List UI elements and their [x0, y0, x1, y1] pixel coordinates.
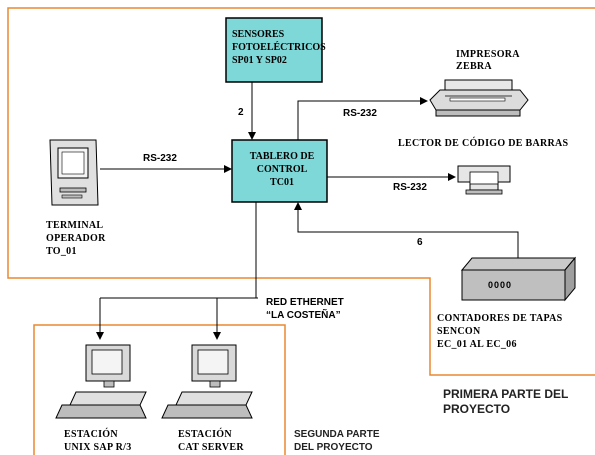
- sensors-label-line-1: SENSORES: [232, 28, 326, 41]
- station-sap-line-2: UNIX SAP R/3: [64, 441, 132, 454]
- station-sap-line-1: ESTACIÓN: [64, 428, 132, 441]
- control-panel-label: TABLERO DE CONTROL TC01: [246, 150, 318, 189]
- second-phase-line-1: SEGUNDA PARTE: [294, 428, 380, 441]
- network-label-line-1: RED ETHERNET: [266, 296, 344, 309]
- counters-device-icon: [462, 258, 575, 300]
- terminal-label-line-3: TO_01: [46, 245, 106, 258]
- counter-display: 0000: [488, 279, 512, 291]
- edge-label-counters-panel: 6: [417, 237, 423, 249]
- counters-label-line-2: SENCON: [437, 325, 563, 338]
- counters-label-line-3: EC_01 AL EC_06: [437, 338, 563, 351]
- second-phase-line-2: DEL PROYECTO: [294, 441, 380, 454]
- edge-label-panel-reader: RS-232: [393, 182, 427, 194]
- counters-label-line-1: CONTADORES DE TAPAS: [437, 312, 563, 325]
- printer-label: IMPRESORA ZEBRA: [456, 49, 520, 73]
- printer-label-line-1: IMPRESORA: [456, 49, 520, 61]
- printer-label-line-2: ZEBRA: [456, 61, 520, 73]
- control-panel-line-1: TABLERO DE: [246, 150, 318, 163]
- edge-label-terminal-panel: RS-232: [143, 153, 177, 165]
- second-phase-label: SEGUNDA PARTE DEL PROYECTO: [294, 428, 380, 454]
- terminal-label-line-2: OPERADOR: [46, 232, 106, 245]
- counters-to-panel-arrow: [298, 203, 518, 258]
- terminal-label: TERMINAL OPERADOR TO_01: [46, 219, 106, 258]
- barcode-reader-label: LECTOR DE CÓDIGO DE BARRAS: [398, 138, 568, 150]
- workstation-sap-icon: [56, 345, 146, 418]
- sensors-label: SENSORES FOTOELÉCTRICOS SP01 Y SP02: [232, 28, 326, 67]
- control-panel-line-3: TC01: [246, 176, 318, 189]
- terminal-label-line-1: TERMINAL: [46, 219, 106, 232]
- sensors-label-line-3: SP01 Y SP02: [232, 54, 326, 67]
- first-phase-line-1: PRIMERA PARTE DEL: [443, 387, 568, 402]
- edge-label-sensors-panel: 2: [238, 107, 244, 119]
- first-phase-line-2: PROYECTO: [443, 402, 568, 417]
- station-cat-label: ESTACIÓN CAT SERVER: [178, 428, 244, 454]
- counters-label: CONTADORES DE TAPAS SENCON EC_01 AL EC_0…: [437, 312, 563, 351]
- workstation-cat-icon: [162, 345, 252, 418]
- edge-label-panel-printer: RS-232: [343, 108, 377, 120]
- terminal-icon: [50, 140, 98, 205]
- network-label: RED ETHERNET “LA COSTEÑA”: [266, 296, 344, 322]
- first-phase-label: PRIMERA PARTE DEL PROYECTO: [443, 387, 568, 417]
- barcode-reader-icon: [458, 166, 510, 194]
- station-cat-line-1: ESTACIÓN: [178, 428, 244, 441]
- network-label-line-2: “LA COSTEÑA”: [266, 309, 344, 322]
- control-panel-line-2: CONTROL: [246, 163, 318, 176]
- station-cat-line-2: CAT SERVER: [178, 441, 244, 454]
- network-drop: [256, 202, 258, 298]
- station-sap-label: ESTACIÓN UNIX SAP R/3: [64, 428, 132, 454]
- sensors-label-line-2: FOTOELÉCTRICOS: [232, 41, 326, 54]
- panel-to-printer-arrow: [298, 101, 427, 140]
- printer-icon: [430, 80, 528, 116]
